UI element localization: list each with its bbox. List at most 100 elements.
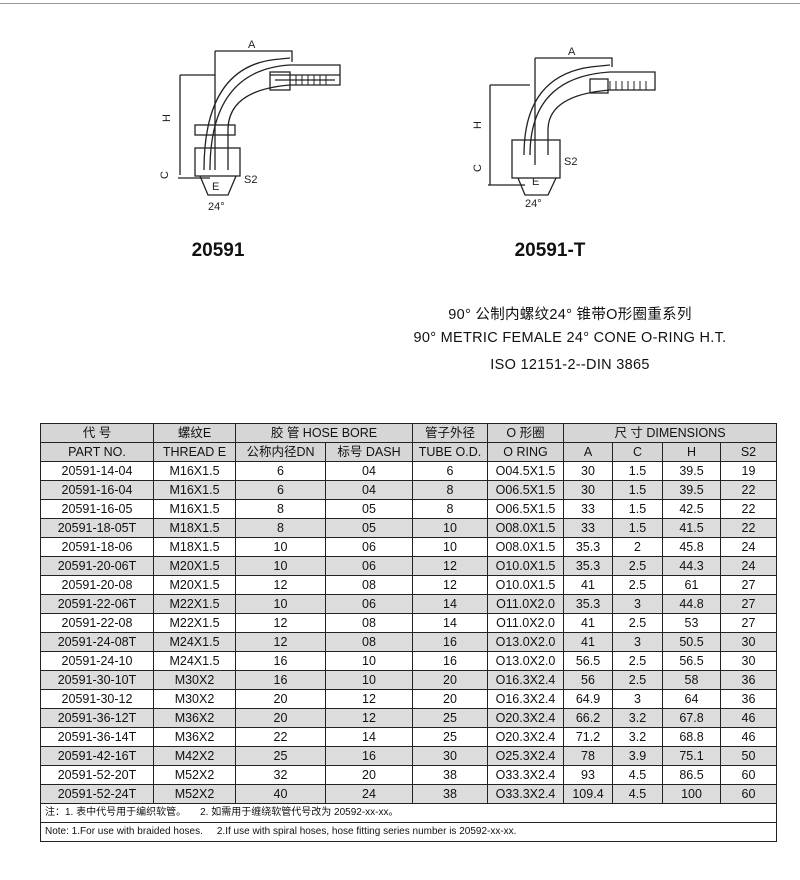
cell-h: 44.8 [662, 594, 721, 614]
cell-o-ring: O11.0X2.0 [487, 594, 564, 614]
cell-c: 1.5 [612, 480, 663, 500]
cell-part-no: 20591-14-04 [40, 461, 154, 481]
cell-part-no: 20591-20-06T [40, 556, 154, 576]
cell-thread: M52X2 [153, 765, 236, 785]
cell-thread: M36X2 [153, 708, 236, 728]
cell-s2: 19 [720, 461, 777, 481]
title-chinese: 90° 公制内螺纹24° 锥带O形圈重系列 [448, 307, 692, 323]
cell-part-no: 20591-36-12T [40, 708, 154, 728]
cell-h: 44.3 [662, 556, 721, 576]
header-h: H [662, 442, 721, 462]
cell-h: 50.5 [662, 632, 721, 652]
cell-c: 3 [612, 632, 663, 652]
cell-tube-od: 8 [412, 480, 488, 500]
note-en-1: Note: 1.For use with braided hoses. [45, 826, 203, 837]
cell-s2: 22 [720, 499, 777, 519]
cell-a: 41 [563, 575, 613, 595]
cell-part-no: 20591-30-10T [40, 670, 154, 690]
cell-o-ring: O33.3X2.4 [487, 765, 564, 785]
cell-tube-od: 8 [412, 499, 488, 519]
cell-thread: M52X2 [153, 784, 236, 804]
cell-tube-od: 14 [412, 594, 488, 614]
cell-o-ring: O13.0X2.0 [487, 651, 564, 671]
dimension-h-label: H [161, 114, 173, 122]
cell-dn: 8 [235, 499, 326, 519]
cell-o-ring: O08.0X1.5 [487, 518, 564, 538]
dimension-s2-label: S2 [564, 156, 577, 168]
header-dn: 公称内径DN [235, 442, 326, 462]
header-a: A [563, 442, 613, 462]
cell-a: 71.2 [563, 727, 613, 747]
cell-dn: 16 [235, 670, 326, 690]
cell-part-no: 20591-24-10 [40, 651, 154, 671]
cell-o-ring: O13.0X2.0 [487, 632, 564, 652]
cell-c: 2.5 [612, 670, 663, 690]
cell-part-no: 20591-18-05T [40, 518, 154, 538]
cell-s2: 27 [720, 613, 777, 633]
cell-o-ring: O08.0X1.5 [487, 537, 564, 557]
cell-tube-od: 16 [412, 651, 488, 671]
cell-o-ring: O04.5X1.5 [487, 461, 564, 481]
cell-dn: 10 [235, 537, 326, 557]
cell-tube-od: 10 [412, 537, 488, 557]
cell-part-no: 20591-24-08T [40, 632, 154, 652]
cell-h: 42.5 [662, 499, 721, 519]
cell-o-ring: O33.3X2.4 [487, 784, 564, 804]
cell-s2: 22 [720, 480, 777, 500]
diagram-caption-20591-t: 20591-T [514, 240, 586, 261]
cell-c: 3.2 [612, 727, 663, 747]
cell-dash: 05 [325, 499, 413, 519]
cell-h: 41.5 [662, 518, 721, 538]
cell-thread: M20X1.5 [153, 556, 236, 576]
cell-s2: 50 [720, 746, 777, 766]
cell-c: 1.5 [612, 461, 663, 481]
title-english: 90° METRIC FEMALE 24° CONE O-RING H.T. [413, 330, 727, 346]
cell-h: 64 [662, 689, 721, 709]
cell-dash: 24 [325, 784, 413, 804]
cell-dn: 32 [235, 765, 326, 785]
cell-dn: 20 [235, 689, 326, 709]
cell-tube-od: 38 [412, 765, 488, 785]
cell-part-no: 20591-22-08 [40, 613, 154, 633]
cell-dn: 40 [235, 784, 326, 804]
cell-h: 39.5 [662, 461, 721, 481]
cell-a: 35.3 [563, 556, 613, 576]
cell-dn: 10 [235, 556, 326, 576]
cell-dn: 12 [235, 613, 326, 633]
cell-a: 109.4 [563, 784, 613, 804]
header-thread-e: THREAD E [153, 442, 236, 462]
cell-s2: 24 [720, 537, 777, 557]
cell-o-ring: O10.0X1.5 [487, 575, 564, 595]
cell-dash: 14 [325, 727, 413, 747]
cell-dn: 25 [235, 746, 326, 766]
cell-c: 3.2 [612, 708, 663, 728]
dimension-c-label: C [159, 171, 171, 179]
cell-a: 93 [563, 765, 613, 785]
cell-dn: 16 [235, 651, 326, 671]
cell-thread: M22X1.5 [153, 613, 236, 633]
cell-thread: M16X1.5 [153, 499, 236, 519]
cell-dash: 08 [325, 613, 413, 633]
cell-c: 1.5 [612, 518, 663, 538]
cell-part-no: 20591-22-06T [40, 594, 154, 614]
cell-a: 35.3 [563, 594, 613, 614]
dimension-h-label: H [472, 121, 484, 129]
cell-thread: M18X1.5 [153, 518, 236, 538]
cell-a: 33 [563, 518, 613, 538]
cell-c: 2.5 [612, 556, 663, 576]
diagram-caption-20591: 20591 [191, 240, 245, 261]
cell-dash: 08 [325, 632, 413, 652]
cell-o-ring: O20.3X2.4 [487, 708, 564, 728]
cell-o-ring: O16.3X2.4 [487, 670, 564, 690]
cell-c: 4.5 [612, 765, 663, 785]
cell-o-ring: O11.0X2.0 [487, 613, 564, 633]
